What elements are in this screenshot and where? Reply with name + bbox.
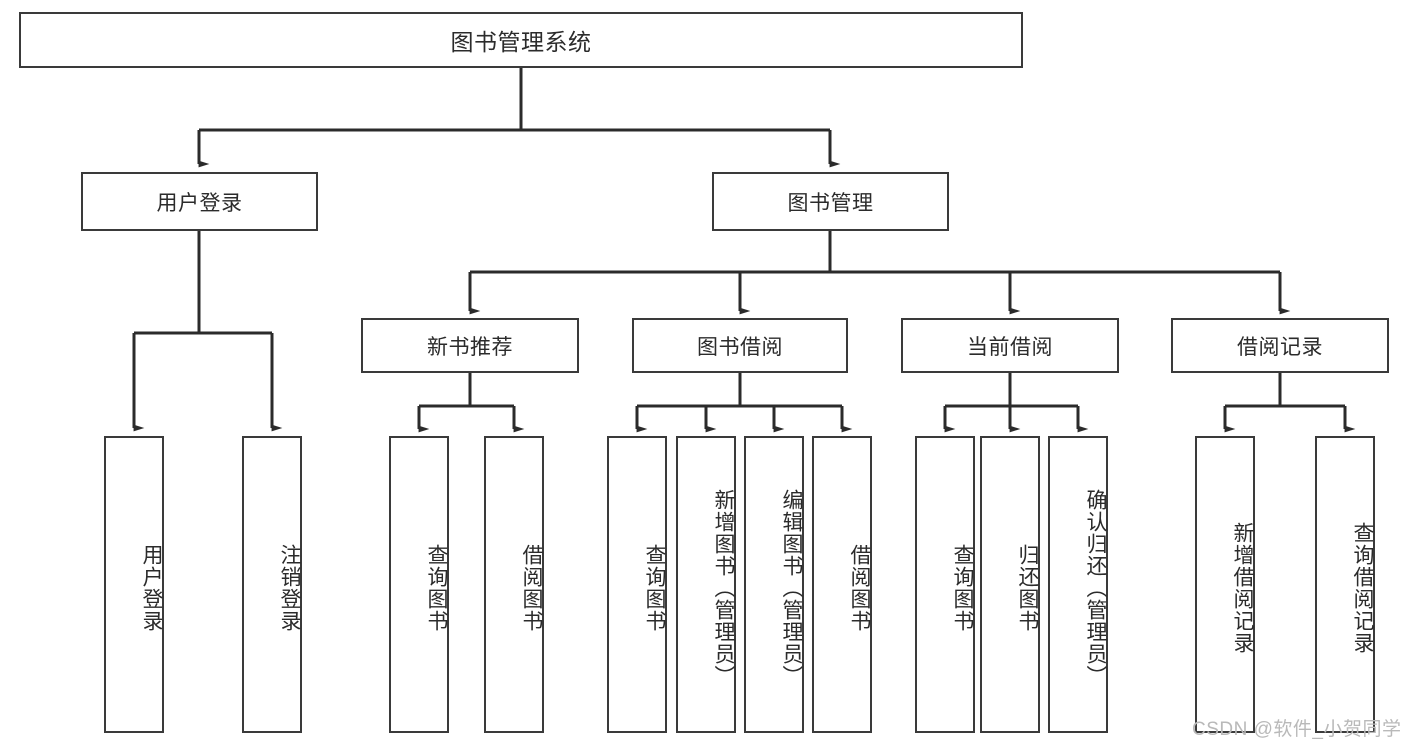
- node-book-borrow[interactable]: 图书借阅: [632, 318, 848, 373]
- leaf-borrow-record-query[interactable]: 查询借阅记录: [1315, 436, 1375, 733]
- leaf-book-borrow-borrow[interactable]: 借阅图书: [812, 436, 872, 733]
- leaf-book-borrow-edit[interactable]: 编辑图书（管理员）: [744, 436, 804, 733]
- node-current-borrow[interactable]: 当前借阅: [901, 318, 1119, 373]
- node-book-management[interactable]: 图书管理: [712, 172, 949, 231]
- leaf-new-book-borrow[interactable]: 借阅图书: [484, 436, 544, 733]
- node-user-login[interactable]: 用户登录: [81, 172, 318, 231]
- node-new-book-recommend[interactable]: 新书推荐: [361, 318, 579, 373]
- watermark-label: CSDN @软件_小贺同学: [1192, 719, 1402, 740]
- leaf-book-borrow-query[interactable]: 查询图书: [607, 436, 667, 733]
- leaf-user-login-logout[interactable]: 注销登录: [242, 436, 302, 733]
- leaf-current-borrow-query[interactable]: 查询图书: [915, 436, 975, 733]
- node-root-system[interactable]: 图书管理系统: [19, 12, 1023, 68]
- node-borrow-record[interactable]: 借阅记录: [1171, 318, 1389, 373]
- leaf-book-borrow-add[interactable]: 新增图书（管理员）: [676, 436, 736, 733]
- leaf-current-borrow-return[interactable]: 归还图书: [980, 436, 1040, 733]
- leaf-current-borrow-confirm-return[interactable]: 确认归还（管理员）: [1048, 436, 1108, 733]
- leaf-borrow-record-add[interactable]: 新增借阅记录: [1195, 436, 1255, 733]
- leaf-user-login-login[interactable]: 用户登录: [104, 436, 164, 733]
- leaf-new-book-query[interactable]: 查询图书: [389, 436, 449, 733]
